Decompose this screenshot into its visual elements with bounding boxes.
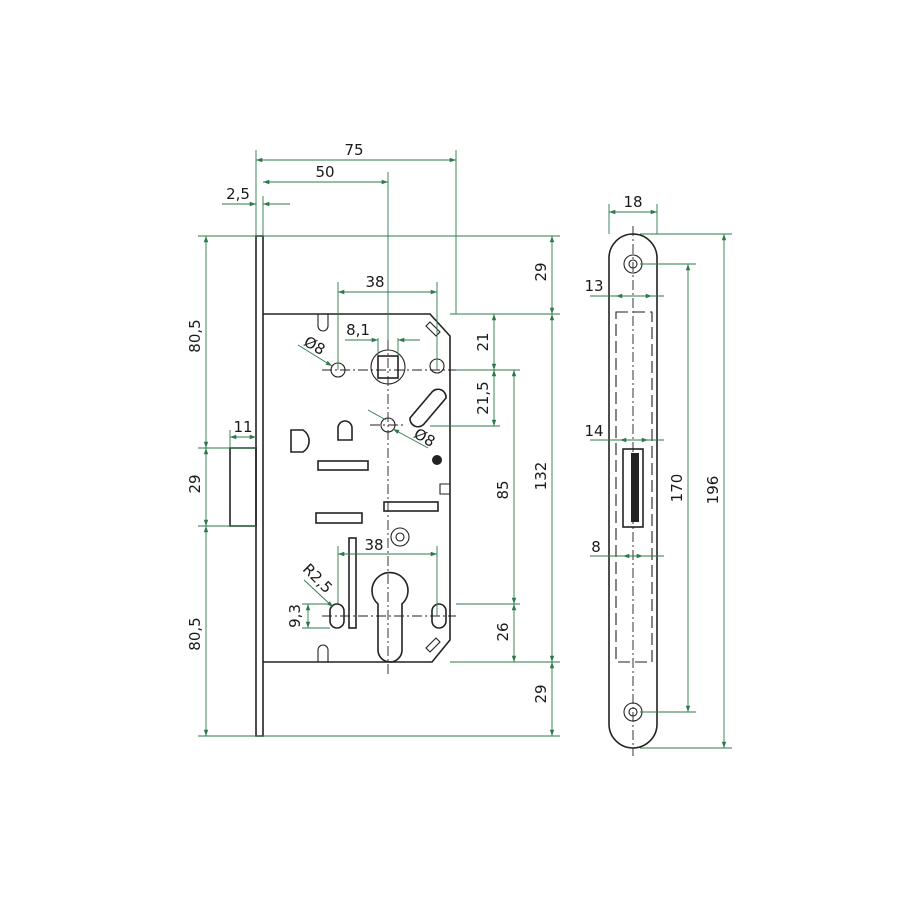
dim-75: 75 xyxy=(344,141,363,159)
dim-11: 11 xyxy=(233,418,252,436)
lock-body-view xyxy=(229,235,456,737)
dim-18: 18 xyxy=(623,193,642,211)
dim-R2-5: R2,5 xyxy=(299,560,336,597)
dim-29-left: 29 xyxy=(186,474,204,493)
cylinder-profile xyxy=(371,571,409,663)
mounting-slot-top-left xyxy=(317,314,329,332)
dim-85: 85 xyxy=(494,480,512,499)
mounting-slot-side xyxy=(439,483,450,495)
latch-opening-fill xyxy=(631,453,639,522)
dim-38-lower: 38 xyxy=(364,536,383,554)
dim-80-5-top: 80,5 xyxy=(186,319,204,352)
mounting-slot-bottom-left xyxy=(317,644,329,662)
mounting-slot-top-right xyxy=(425,321,441,337)
lever-1 xyxy=(317,460,369,471)
lever-2 xyxy=(383,501,439,512)
forend-inner-outline xyxy=(615,311,653,663)
follower-ring-inner xyxy=(395,532,405,542)
vertical-bar xyxy=(348,537,357,629)
dimension-labels: 75 50 2,5 38 8,1 80,5 29 80,5 11 Ø8 Ø8 2… xyxy=(186,141,722,704)
dimension-lines-faceplate xyxy=(590,204,732,749)
lock-case xyxy=(263,313,451,663)
dim-8-1: 8,1 xyxy=(346,321,370,339)
faceplate-side-view xyxy=(608,226,658,756)
latch-bolt xyxy=(229,447,257,527)
dim-26: 26 xyxy=(494,622,512,641)
dim-dia8-b: Ø8 xyxy=(411,425,438,451)
stop-pin xyxy=(337,420,353,441)
dim-132: 132 xyxy=(532,462,550,491)
dimension-lines-body xyxy=(198,150,560,737)
dim-29-top-right: 29 xyxy=(532,262,550,281)
small-hole xyxy=(432,455,442,465)
latch-cam xyxy=(290,429,310,453)
dim-9-3: 9,3 xyxy=(286,604,304,628)
dim-80-5-bottom: 80,5 xyxy=(186,617,204,650)
dim-2-5: 2,5 xyxy=(226,185,250,203)
faceplate xyxy=(255,235,264,737)
dim-38-top: 38 xyxy=(365,273,384,291)
lever-3 xyxy=(315,512,363,524)
dim-14: 14 xyxy=(584,422,603,440)
dim-21: 21 xyxy=(474,332,492,351)
follower-ring xyxy=(390,527,410,547)
dim-196: 196 xyxy=(704,476,722,505)
dim-13: 13 xyxy=(584,277,603,295)
oblong-slot xyxy=(409,388,447,428)
dim-170: 170 xyxy=(668,474,686,503)
dim-29-bottom-right: 29 xyxy=(532,684,550,703)
dim-8: 8 xyxy=(591,538,601,556)
dim-dia8-a: Ø8 xyxy=(301,333,328,359)
dim-50: 50 xyxy=(315,163,334,181)
mounting-slot-bottom-right xyxy=(425,637,441,653)
dim-21-5: 21,5 xyxy=(474,381,492,414)
